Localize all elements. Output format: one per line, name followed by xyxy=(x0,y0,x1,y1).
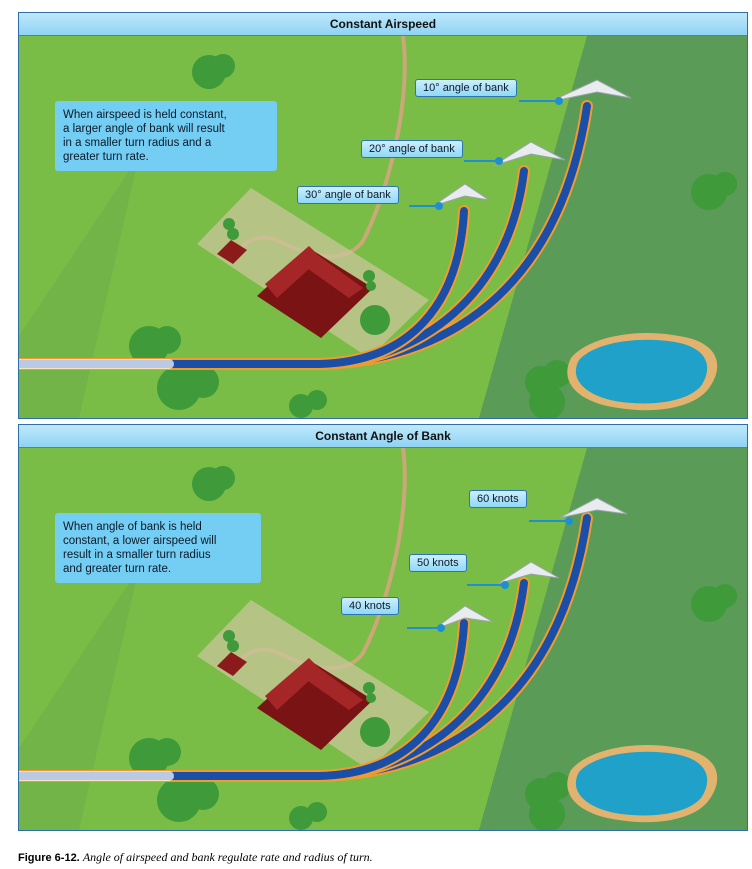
note-line: result in a smaller turn radius xyxy=(63,549,211,561)
note-line: greater turn rate. xyxy=(63,151,149,163)
farmhouse xyxy=(217,240,373,338)
note-line: a larger angle of bank will result xyxy=(63,123,225,135)
note-line: When angle of bank is held xyxy=(63,521,202,533)
panel-constant-angle-of-bank: Constant Angle of Bank xyxy=(18,424,748,831)
panel-constant-airspeed: Constant Airspeed xyxy=(18,12,748,419)
figure-caption: Figure 6-12. Angle of airspeed and bank … xyxy=(18,850,373,865)
explanation-note: When airspeed is held constant, a larger… xyxy=(55,101,277,171)
scene-illustration xyxy=(19,36,747,418)
note-line: in a smaller turn radius and a xyxy=(63,137,212,149)
label-10-deg-bank: 10° angle of bank xyxy=(415,79,517,97)
aircraft-icon xyxy=(432,79,632,207)
panel-title: Constant Airspeed xyxy=(19,13,747,36)
farmhouse xyxy=(217,652,373,750)
note-line: When airspeed is held constant, xyxy=(63,109,227,121)
label-40-knots: 40 knots xyxy=(341,597,399,615)
panel-title: Constant Angle of Bank xyxy=(19,425,747,448)
scene-illustration xyxy=(19,448,747,830)
explanation-note: When angle of bank is held constant, a l… xyxy=(55,513,261,583)
label-60-knots: 60 knots xyxy=(469,490,527,508)
figure-caption-text: Angle of airspeed and bank regulate rate… xyxy=(82,850,373,864)
note-line: and greater turn rate. xyxy=(63,563,172,575)
aircraft-icon xyxy=(432,497,628,631)
label-20-deg-bank: 20° angle of bank xyxy=(361,140,463,158)
label-30-deg-bank: 30° angle of bank xyxy=(297,186,399,204)
note-line: constant, a lower airspeed will xyxy=(63,535,217,547)
figure-number: Figure 6-12. xyxy=(18,852,80,864)
label-50-knots: 50 knots xyxy=(409,554,467,572)
